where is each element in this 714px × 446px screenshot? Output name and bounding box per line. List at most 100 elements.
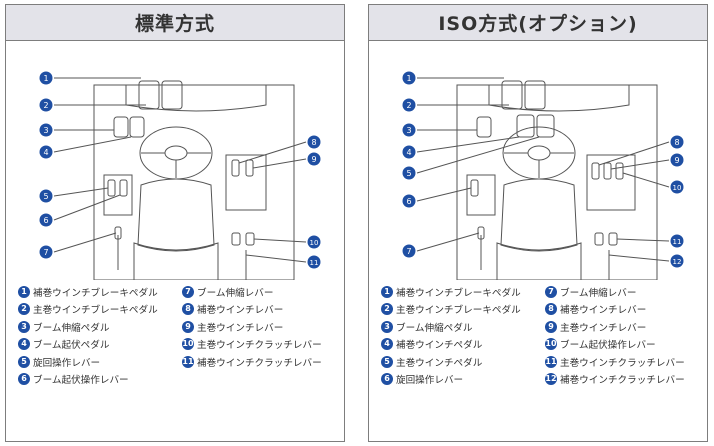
diagram-marker-2: 2 xyxy=(402,98,416,112)
legend-label: ブーム伸縮レバー xyxy=(560,287,637,299)
left-console xyxy=(103,174,133,216)
legend-number-badge: 2 xyxy=(381,303,393,316)
diagram-marker-1: 1 xyxy=(39,71,53,85)
legend-number-badge: 5 xyxy=(18,355,30,368)
legend-label: ブーム伸縮ペダル xyxy=(33,322,110,334)
diagram-marker-7: 7 xyxy=(39,245,53,259)
seat-cushion xyxy=(133,242,219,280)
svg-text:4: 4 xyxy=(406,148,411,157)
legend-number-badge: 7 xyxy=(182,285,194,298)
svg-text:9: 9 xyxy=(311,155,316,164)
panel-title-bar: 標準方式 xyxy=(6,5,344,41)
pedal-boom-telescope xyxy=(113,116,129,138)
legend-number-badge: 3 xyxy=(381,320,393,333)
svg-text:1: 1 xyxy=(406,74,411,83)
cab-control-diagram: 1 2 3 4 5 6 7 8 9 10 11 xyxy=(39,71,321,280)
iso-method-panel: ISO方式(オプション) xyxy=(368,4,708,442)
legend-number-badge: 10 xyxy=(545,338,557,351)
legend-label: 旋回操作レバー xyxy=(33,357,101,369)
legend-number-badge: 9 xyxy=(182,320,194,333)
legend-number-badge: 6 xyxy=(381,373,393,386)
svg-text:6: 6 xyxy=(406,197,411,206)
diagram-marker-2: 2 xyxy=(39,98,53,112)
diagram-marker-10: 10 xyxy=(307,235,321,249)
standard-method-panel: 標準方式 xyxy=(5,4,345,442)
diagram-marker-9: 9 xyxy=(670,153,684,167)
right-console xyxy=(225,154,267,211)
cab-outline xyxy=(456,84,658,280)
diagram-marker-1: 1 xyxy=(402,71,416,85)
pedal-boom-luff xyxy=(129,116,145,138)
legend-number-badge: 7 xyxy=(545,285,557,298)
brake-pedal-main xyxy=(161,80,183,110)
svg-text:7: 7 xyxy=(406,247,411,256)
diagram-marker-8: 8 xyxy=(670,135,684,149)
legend-label: 補巻ウインチペダル xyxy=(396,340,483,352)
diagram-marker-3: 3 xyxy=(402,123,416,137)
legend-label: 主巻ウインチレバー xyxy=(560,322,647,334)
brake-pedal-aux xyxy=(138,80,160,110)
diagram-marker-7: 7 xyxy=(402,244,416,258)
diagram-marker-4: 4 xyxy=(39,145,53,159)
legend-number-badge: 6 xyxy=(18,373,30,386)
legend-number-badge: 3 xyxy=(18,320,30,333)
legend-number-badge: 11 xyxy=(182,355,194,368)
legend-label: 補巻ウインチブレーキペダル xyxy=(396,287,521,299)
legend-label: 主巻ウインチブレーキペダル xyxy=(33,305,158,317)
legend-number-badge: 1 xyxy=(18,285,30,298)
legend-number-badge: 4 xyxy=(381,338,393,351)
svg-text:11: 11 xyxy=(310,259,319,267)
svg-text:8: 8 xyxy=(674,138,679,147)
svg-text:5: 5 xyxy=(43,192,48,201)
diagram-marker-12: 12 xyxy=(670,254,684,268)
panel-title: 標準方式 xyxy=(134,13,215,35)
legend-label: 主巻ウインチレバー xyxy=(197,322,284,334)
steering-hub xyxy=(164,145,188,161)
svg-text:5: 5 xyxy=(406,169,411,178)
diagram-marker-4: 4 xyxy=(402,145,416,159)
dashboard-outline xyxy=(488,85,630,112)
legend-label: ブーム起伏操作レバー xyxy=(560,340,656,352)
legend-label: 補巻ウインチレバー xyxy=(560,305,647,317)
diagram-marker-11: 11 xyxy=(670,234,684,248)
diagram-marker-3: 3 xyxy=(39,123,53,137)
diagram-marker-9: 9 xyxy=(307,152,321,166)
panel-title-bar: ISO方式(オプション) xyxy=(369,5,707,41)
diagram-marker-5: 5 xyxy=(39,189,53,203)
legend-label: 主巻ウインチペダル xyxy=(396,357,483,369)
legend-label: 補巻ウインチブレーキペダル xyxy=(33,287,158,299)
svg-text:11: 11 xyxy=(673,238,682,246)
legend-label: 補巻ウインチクラッチレバー xyxy=(560,375,685,387)
svg-text:1: 1 xyxy=(43,74,48,83)
diagram-marker-6: 6 xyxy=(402,194,416,208)
legend-label: 補巻ウインチクラッチレバー xyxy=(197,357,322,369)
legend-number-badge: 5 xyxy=(381,355,393,368)
svg-text:4: 4 xyxy=(43,148,48,157)
legend-label: 主巻ウインチクラッチレバー xyxy=(197,340,322,352)
legend-label: ブーム伸縮ペダル xyxy=(396,322,473,334)
svg-text:7: 7 xyxy=(43,248,48,257)
cab-outline xyxy=(93,84,295,280)
legend-number-badge: 4 xyxy=(18,338,30,351)
svg-text:2: 2 xyxy=(406,101,411,110)
legend-label: 主巻ウインチブレーキペダル xyxy=(396,305,521,317)
legend-number-badge: 2 xyxy=(18,303,30,316)
